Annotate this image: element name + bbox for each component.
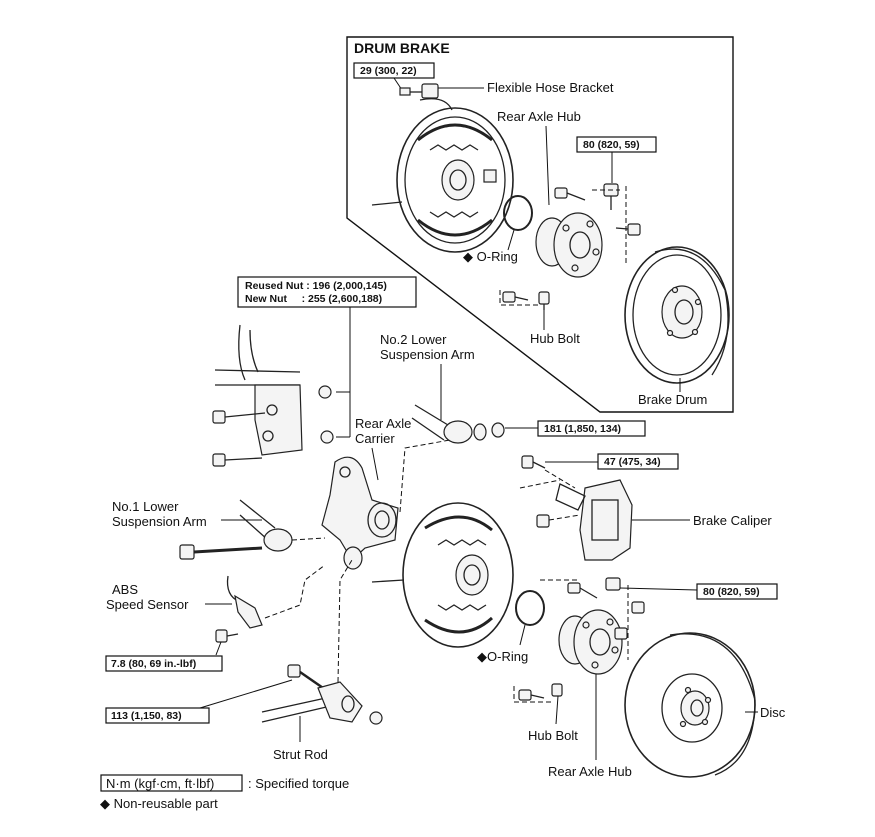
torque-strut-text: 113 (1,150, 83) [111,710,182,722]
abs-label-2: Speed Sensor [106,597,189,612]
drum-brake-inset: DRUM BRAKE 29 (300, 22) Flexible Hose Br… [346,36,734,413]
hub-bolt-drum-label: Hub Bolt [530,331,580,346]
new-nut-torque: New Nut : 255 (2,600,188) [245,293,382,305]
bracket-bolt [399,83,439,99]
torque-bracket-text: 29 (300, 22) [360,65,417,77]
legend: N·m (kgf·cm, ft·lbf) : Specified torque … [100,774,349,811]
no1-lower-suspension-arm [179,499,293,560]
brake-drum [624,246,730,384]
hub-bolt-disc-label: Hub Bolt [528,728,578,743]
reused-nut-torque: Reused Nut : 196 (2,000,145) [245,280,387,292]
abs-speed-sensor [215,575,263,643]
disc-rotor [624,632,756,778]
no2-arm-label-2: Suspension Arm [380,347,475,362]
diamond-icon: ◆ [477,649,487,664]
torque-box-abs [105,655,223,672]
torque-arm2-text: 181 (1,850, 134) [544,423,621,435]
torque-hub-disc-text: 80 (820, 59) [703,586,760,598]
torque-hub-text: 80 (820, 59) [583,139,640,151]
brake-drum-label: Brake Drum [638,392,707,407]
drum-brake-title: DRUM BRAKE [354,40,450,56]
torque-abs-text: 7.8 (80, 69 in.-lbf) [111,658,196,670]
torque-box-hub-disc [696,583,778,600]
o-ring-disc-label: ◆O-Ring [477,649,528,664]
hub-bolts-disc [518,577,645,701]
o-ring-drum-label: ◆ O-Ring [463,249,518,264]
legend-specified-text: : Specified torque [248,776,349,791]
strut-rod [261,664,383,725]
carrier-label-2: Carrier [355,431,395,446]
torque-box-hub [576,136,657,153]
legend-unit-box [100,774,243,792]
strut-rod-label: Strut Rod [273,747,328,762]
caliper-bolts [521,455,550,528]
disc-label: Disc [760,705,786,720]
flexible-hose-bracket-label: Flexible Hose Bracket [487,80,614,95]
diamond-icon: ◆ [100,796,110,811]
upper-mount-bracket [212,324,334,467]
legend-unit-text: N·m (kgf·cm, ft·lbf) [106,776,214,791]
rear-axle-hub-disc [558,609,623,675]
torque-box-arm2 [537,420,646,437]
o-ring-disc [515,590,545,626]
o-ring-drum [503,195,533,231]
brake-caliper [555,479,633,561]
diamond-icon: ◆ [463,249,473,264]
rear-axle-hub-drum [535,212,603,278]
rear-axle-hub-disc-label: Rear Axle Hub [548,764,632,779]
carrier-label-1: Rear Axle [355,416,411,431]
rear-axle-hub-label: Rear Axle Hub [497,109,581,124]
abs-label-1: ABS [112,582,138,597]
rear-axle-carrier [321,456,399,570]
no2-arm-label-1: No.2 Lower [380,332,447,347]
torque-box-strut [105,707,210,724]
nut-torque-box: Reused Nut : 196 (2,000,145) New Nut : 2… [237,276,417,438]
hub-bolts-drum [502,183,641,310]
torque-caliper-text: 47 (475, 34) [604,456,661,468]
no1-arm-label-1: No.1 Lower [112,499,179,514]
no1-arm-label-2: Suspension Arm [112,514,207,529]
brake-caliper-label: Brake Caliper [693,513,772,528]
disc-backing-plate [371,502,514,648]
no2-lower-suspension-arm [411,404,505,444]
drum-backing-plate [371,98,514,253]
legend-non-reusable: ◆ Non-reusable part [100,796,218,811]
